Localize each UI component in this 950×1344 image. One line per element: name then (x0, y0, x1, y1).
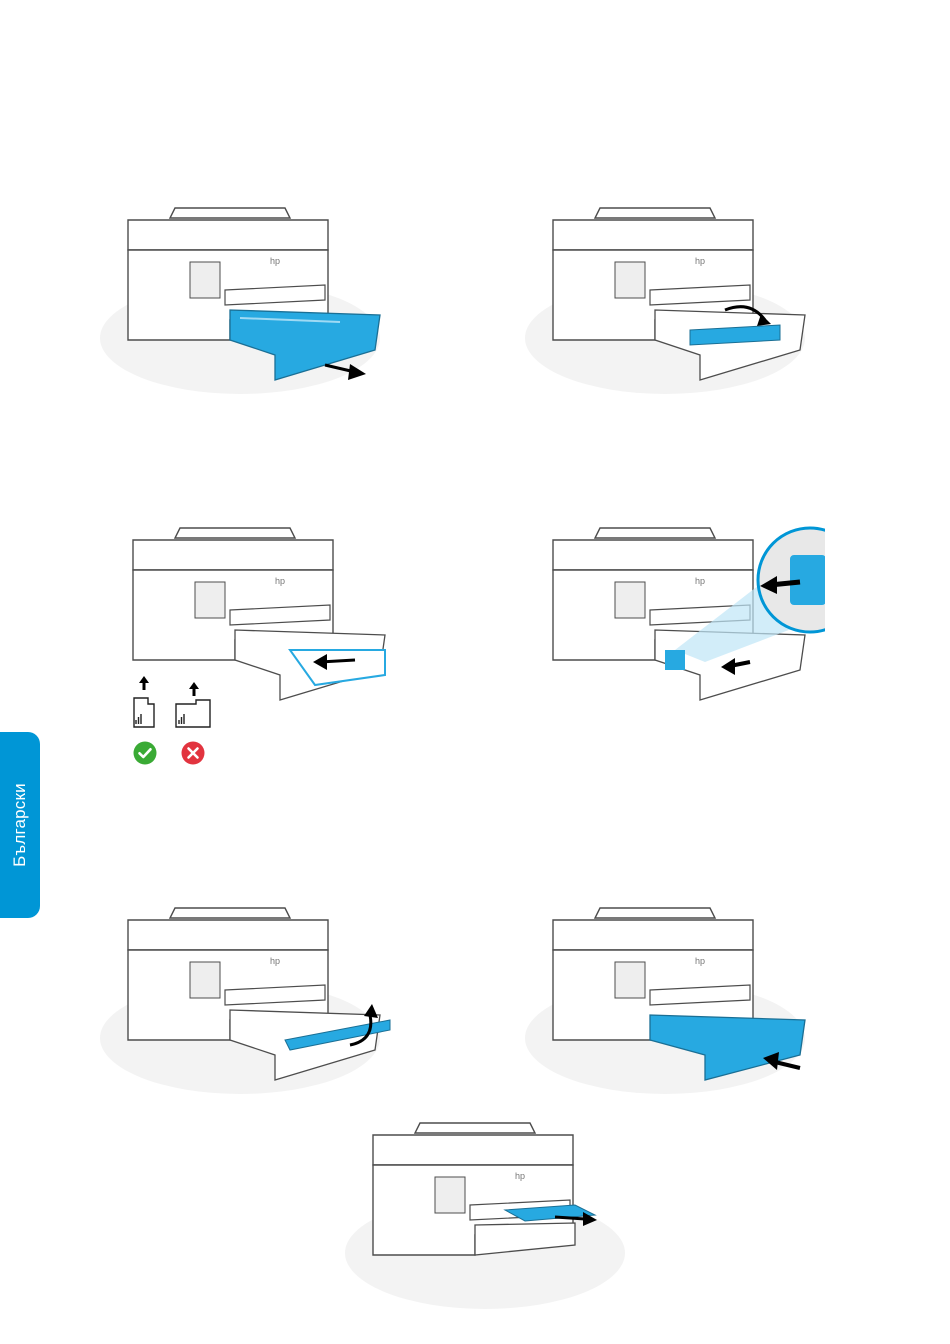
svg-text:hp: hp (270, 956, 280, 966)
printer-output-tray-extend-icon: hp (345, 1105, 645, 1325)
incorrect-mark (181, 741, 205, 765)
svg-text:hp: hp (270, 256, 280, 266)
svg-text:hp: hp (695, 956, 705, 966)
svg-text:hp: hp (695, 256, 705, 266)
orientation-correct (128, 674, 160, 730)
check-circle-icon (133, 741, 157, 765)
printer-tray-extend-icon: hp (525, 190, 825, 410)
correct-mark (133, 741, 157, 765)
printer-retract-extension-icon: hp (100, 890, 400, 1110)
step-5-illustration: hp (100, 890, 400, 1110)
step-2-illustration: hp (525, 190, 825, 410)
svg-text:hp: hp (695, 576, 705, 586)
x-circle-icon (181, 741, 205, 765)
language-tab: Български (0, 732, 40, 918)
printer-tray-pull-out-icon: hp (100, 190, 400, 410)
step-4-illustration: hp (525, 510, 825, 730)
step-1-illustration: hp (100, 190, 400, 410)
step-6-illustration: hp (525, 890, 825, 1110)
svg-text:hp: hp (275, 576, 285, 586)
paper-landscape-icon (172, 680, 214, 730)
printer-adjust-guides-icon: hp (525, 510, 825, 730)
svg-text:hp: hp (515, 1171, 525, 1181)
step-7-illustration: hp (345, 1105, 645, 1325)
paper-portrait-icon (128, 674, 160, 730)
language-label: Български (10, 783, 30, 867)
orientation-incorrect (172, 680, 214, 730)
printer-insert-tray-icon: hp (525, 890, 825, 1110)
